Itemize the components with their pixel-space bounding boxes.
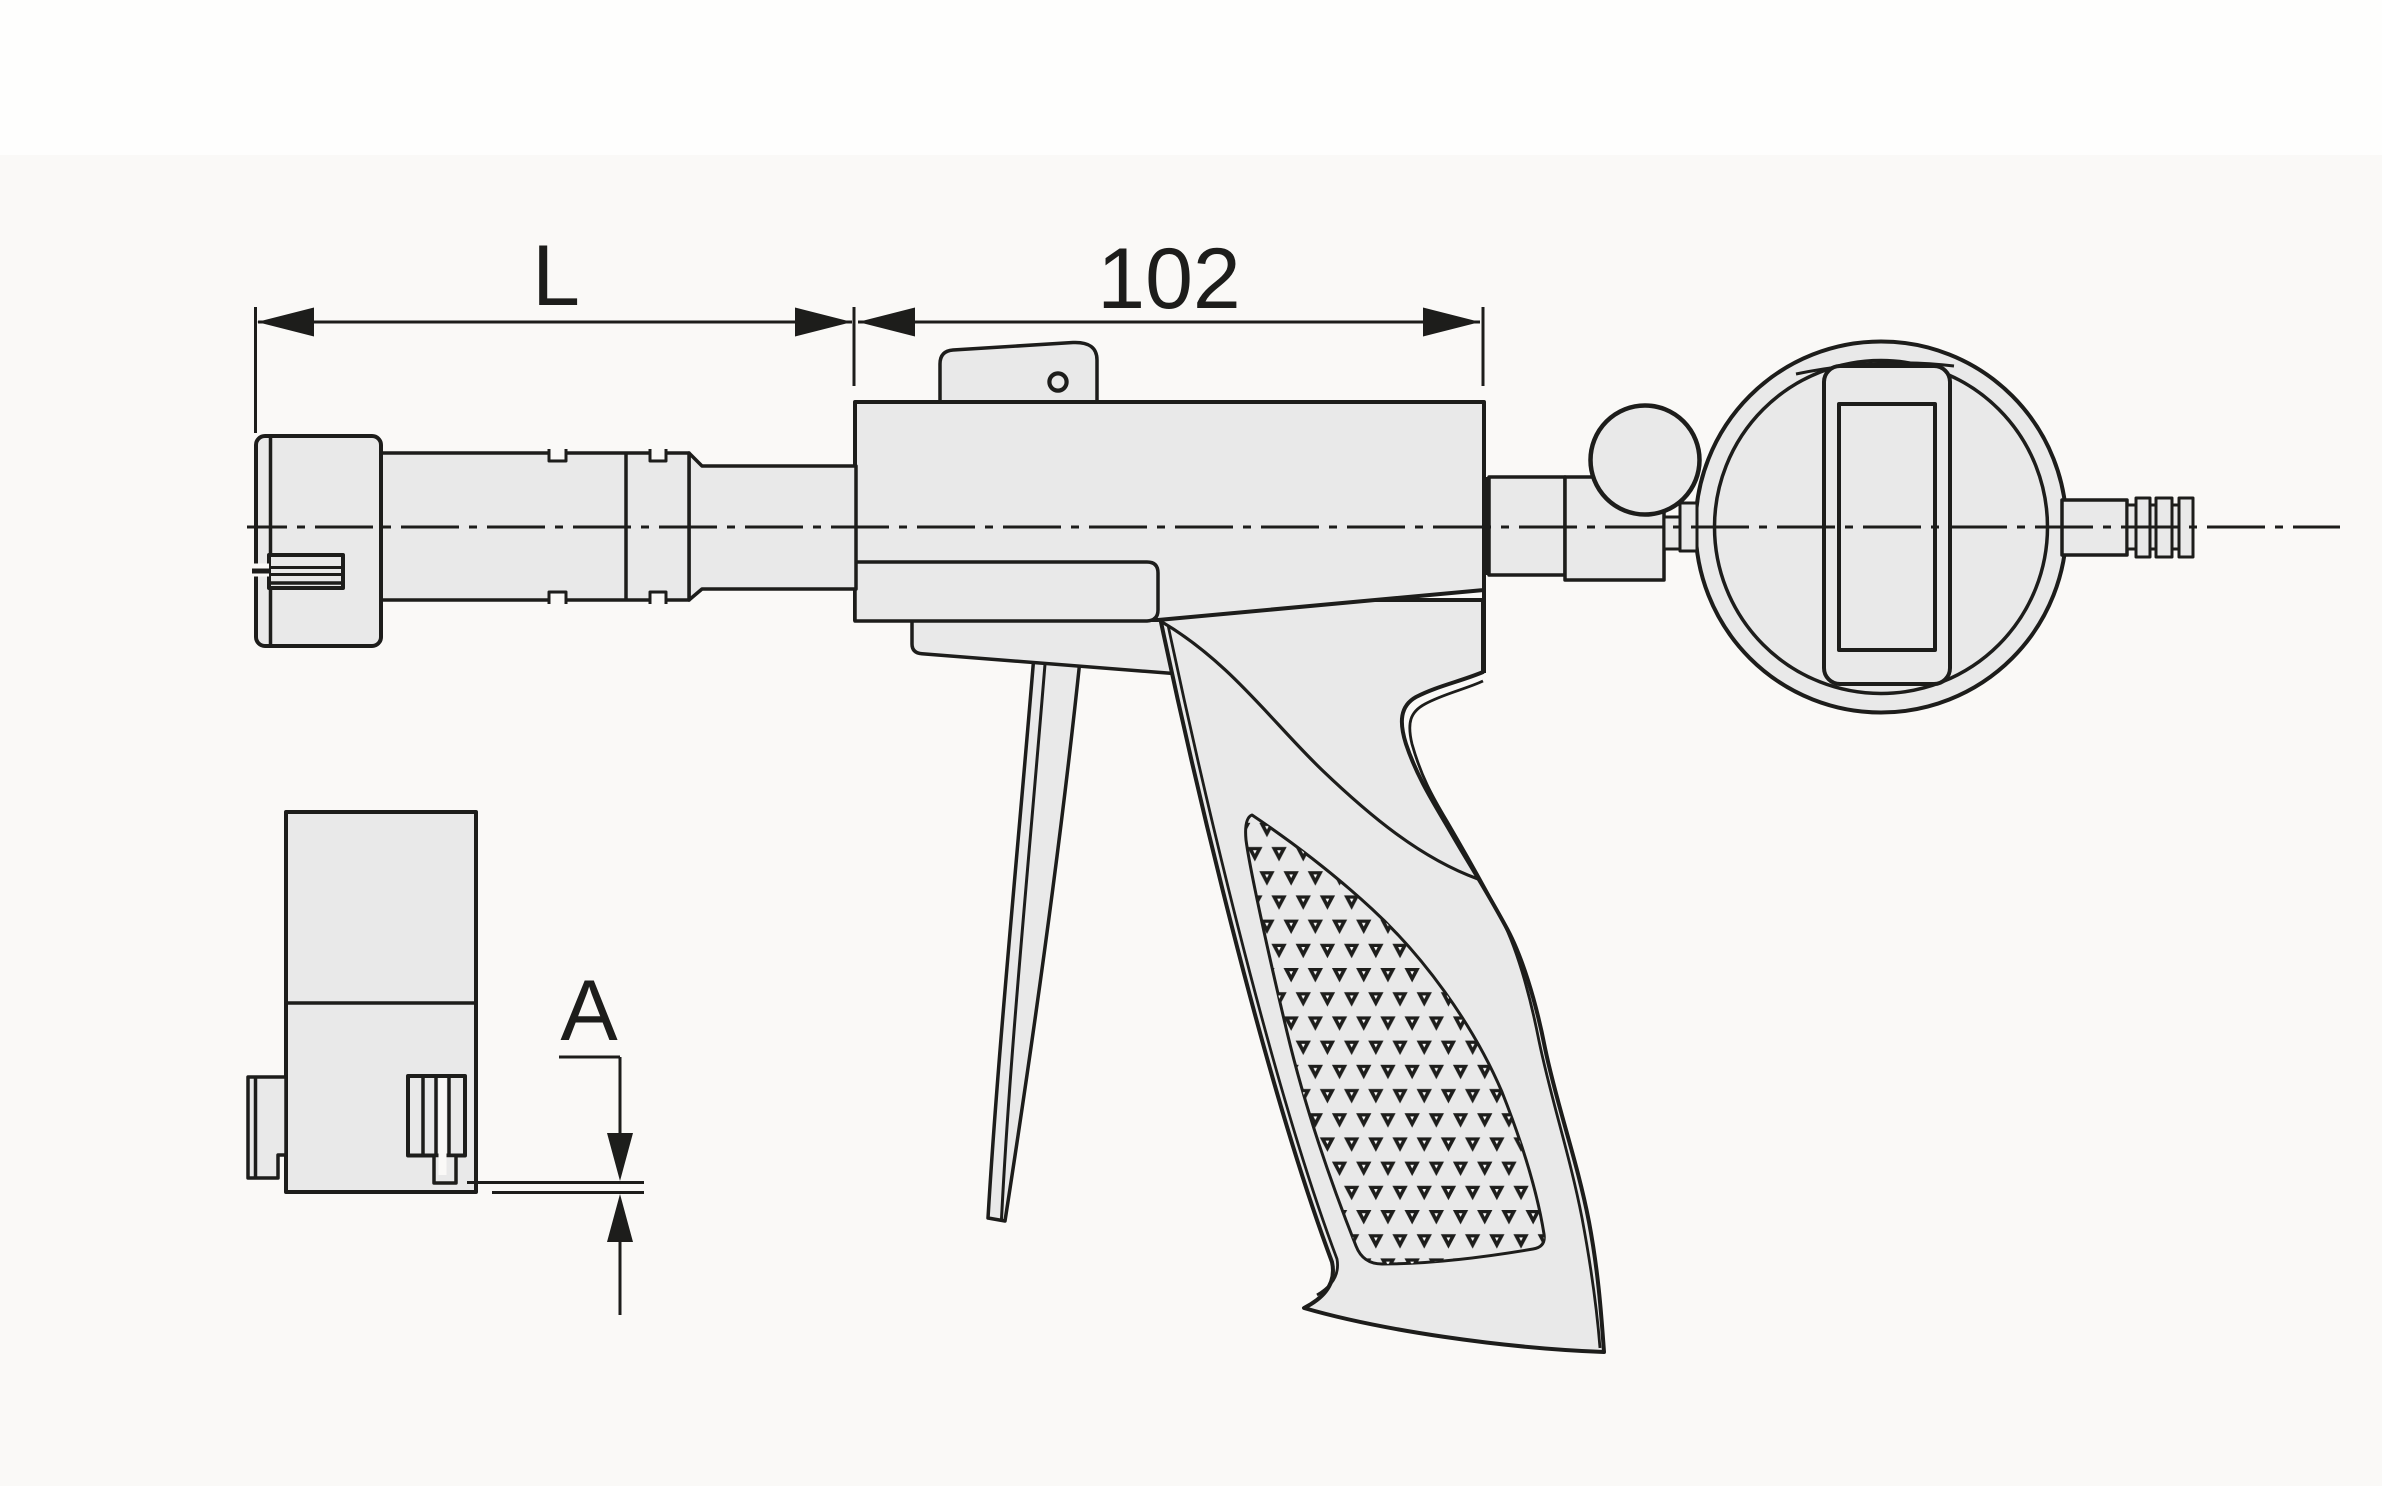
svg-text:L: L bbox=[532, 228, 580, 324]
svg-text:A: A bbox=[560, 963, 618, 1059]
svg-text:102: 102 bbox=[1097, 231, 1241, 327]
